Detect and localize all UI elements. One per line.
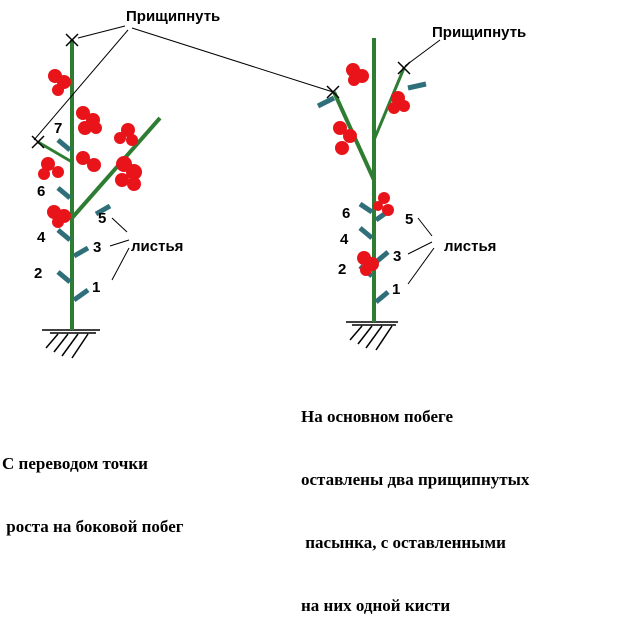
caption-left-line-1: С переводом точки [2, 454, 148, 473]
left-leaf-number-3: 3 [93, 239, 101, 256]
caption-left-line-2: роста на боковой побег [2, 517, 184, 536]
left-leaf-1 [72, 287, 90, 303]
fruit [127, 177, 141, 191]
fruit [378, 192, 390, 204]
caption-right-line-4: на них одной кисти [301, 596, 451, 615]
right-leaves-label: листья [444, 238, 496, 255]
right-side-shoot-right [372, 67, 406, 141]
fruit [388, 102, 400, 114]
left-leaf-2 [56, 270, 72, 284]
fruit [333, 121, 347, 135]
fruit [76, 151, 90, 165]
left-leaf-5 [94, 203, 112, 217]
right-leaf-number-4: 4 [340, 231, 349, 248]
left-leaves-label: листья [131, 238, 183, 255]
left-leaf-3 [72, 245, 90, 259]
right-fruits [333, 63, 410, 276]
right-leaf-number-1: 1 [392, 281, 400, 298]
left-leaves [56, 138, 112, 303]
left-leaf-number-6: 6 [37, 183, 45, 200]
fruit [52, 166, 64, 178]
fruit [87, 158, 101, 172]
fruit [76, 106, 90, 120]
right-leaf-top-left [316, 95, 336, 109]
fruit [348, 74, 360, 86]
right-leaf-6 [358, 201, 374, 215]
left-upper-branch [37, 140, 73, 164]
fruit [398, 100, 410, 112]
left-ground-symbol [42, 329, 100, 359]
right-plant: 1 2 3 4 5 6 листья [316, 38, 496, 351]
fruit [41, 157, 55, 171]
caption-right-line-2: оставлены два прищипнутых [301, 470, 530, 489]
fruit [335, 141, 349, 155]
left-side-shoot [70, 116, 162, 220]
left-leaves-pointers [109, 217, 130, 281]
fruit [78, 121, 92, 135]
left-leaf-number-1: 1 [92, 279, 100, 296]
pinch-label-right: Прищипнуть [432, 24, 526, 41]
right-leaf-1 [374, 290, 390, 304]
left-leaf-number-5: 5 [98, 210, 106, 227]
left-leaf-6 [56, 186, 72, 200]
left-leaf-number-7: 7 [54, 120, 62, 137]
fruit [90, 122, 102, 134]
fruit [126, 134, 138, 146]
fruit [126, 164, 142, 180]
fruit [360, 264, 372, 276]
left-fruits [38, 69, 142, 228]
right-leaf-3 [374, 250, 390, 264]
caption-right: На основном побеге оставлены два прищипн… [301, 364, 529, 637]
fruit [115, 173, 129, 187]
left-plant: 1 2 3 4 5 6 7 листья [31, 33, 183, 359]
right-leaf-number-5: 5 [405, 211, 413, 228]
pinch-label-left: Прищипнуть [126, 8, 220, 25]
left-leaf-7 [56, 138, 72, 152]
right-ground-symbol [346, 321, 398, 351]
diagram-canvas: 1 2 3 4 5 6 7 листья [31, 8, 526, 359]
fruit [121, 123, 135, 137]
left-leaf-number-2: 2 [34, 265, 42, 282]
fruit [343, 129, 357, 143]
fruit [382, 204, 394, 216]
right-leaf-number-6: 6 [342, 205, 350, 222]
fruit [52, 84, 64, 96]
fruit [114, 132, 126, 144]
right-leaf-number-2: 2 [338, 261, 346, 278]
left-leaf-4 [56, 228, 72, 242]
right-leaf-top-right [407, 81, 427, 91]
fruit [38, 168, 50, 180]
pinch-leader-lines [33, 25, 441, 141]
caption-right-line-1: На основном побеге [301, 407, 454, 426]
left-pinch-marks [31, 33, 79, 149]
right-leaves-pointers [407, 217, 435, 285]
fruit [373, 201, 383, 211]
fruit [52, 216, 64, 228]
right-leaf-4 [358, 226, 374, 240]
left-leaf-number-4: 4 [37, 229, 46, 246]
right-leaf-number-3: 3 [393, 248, 401, 265]
caption-left: С переводом точки роста на боковой побег [2, 411, 183, 558]
caption-right-line-3: пасынка, с оставленными [301, 533, 506, 552]
